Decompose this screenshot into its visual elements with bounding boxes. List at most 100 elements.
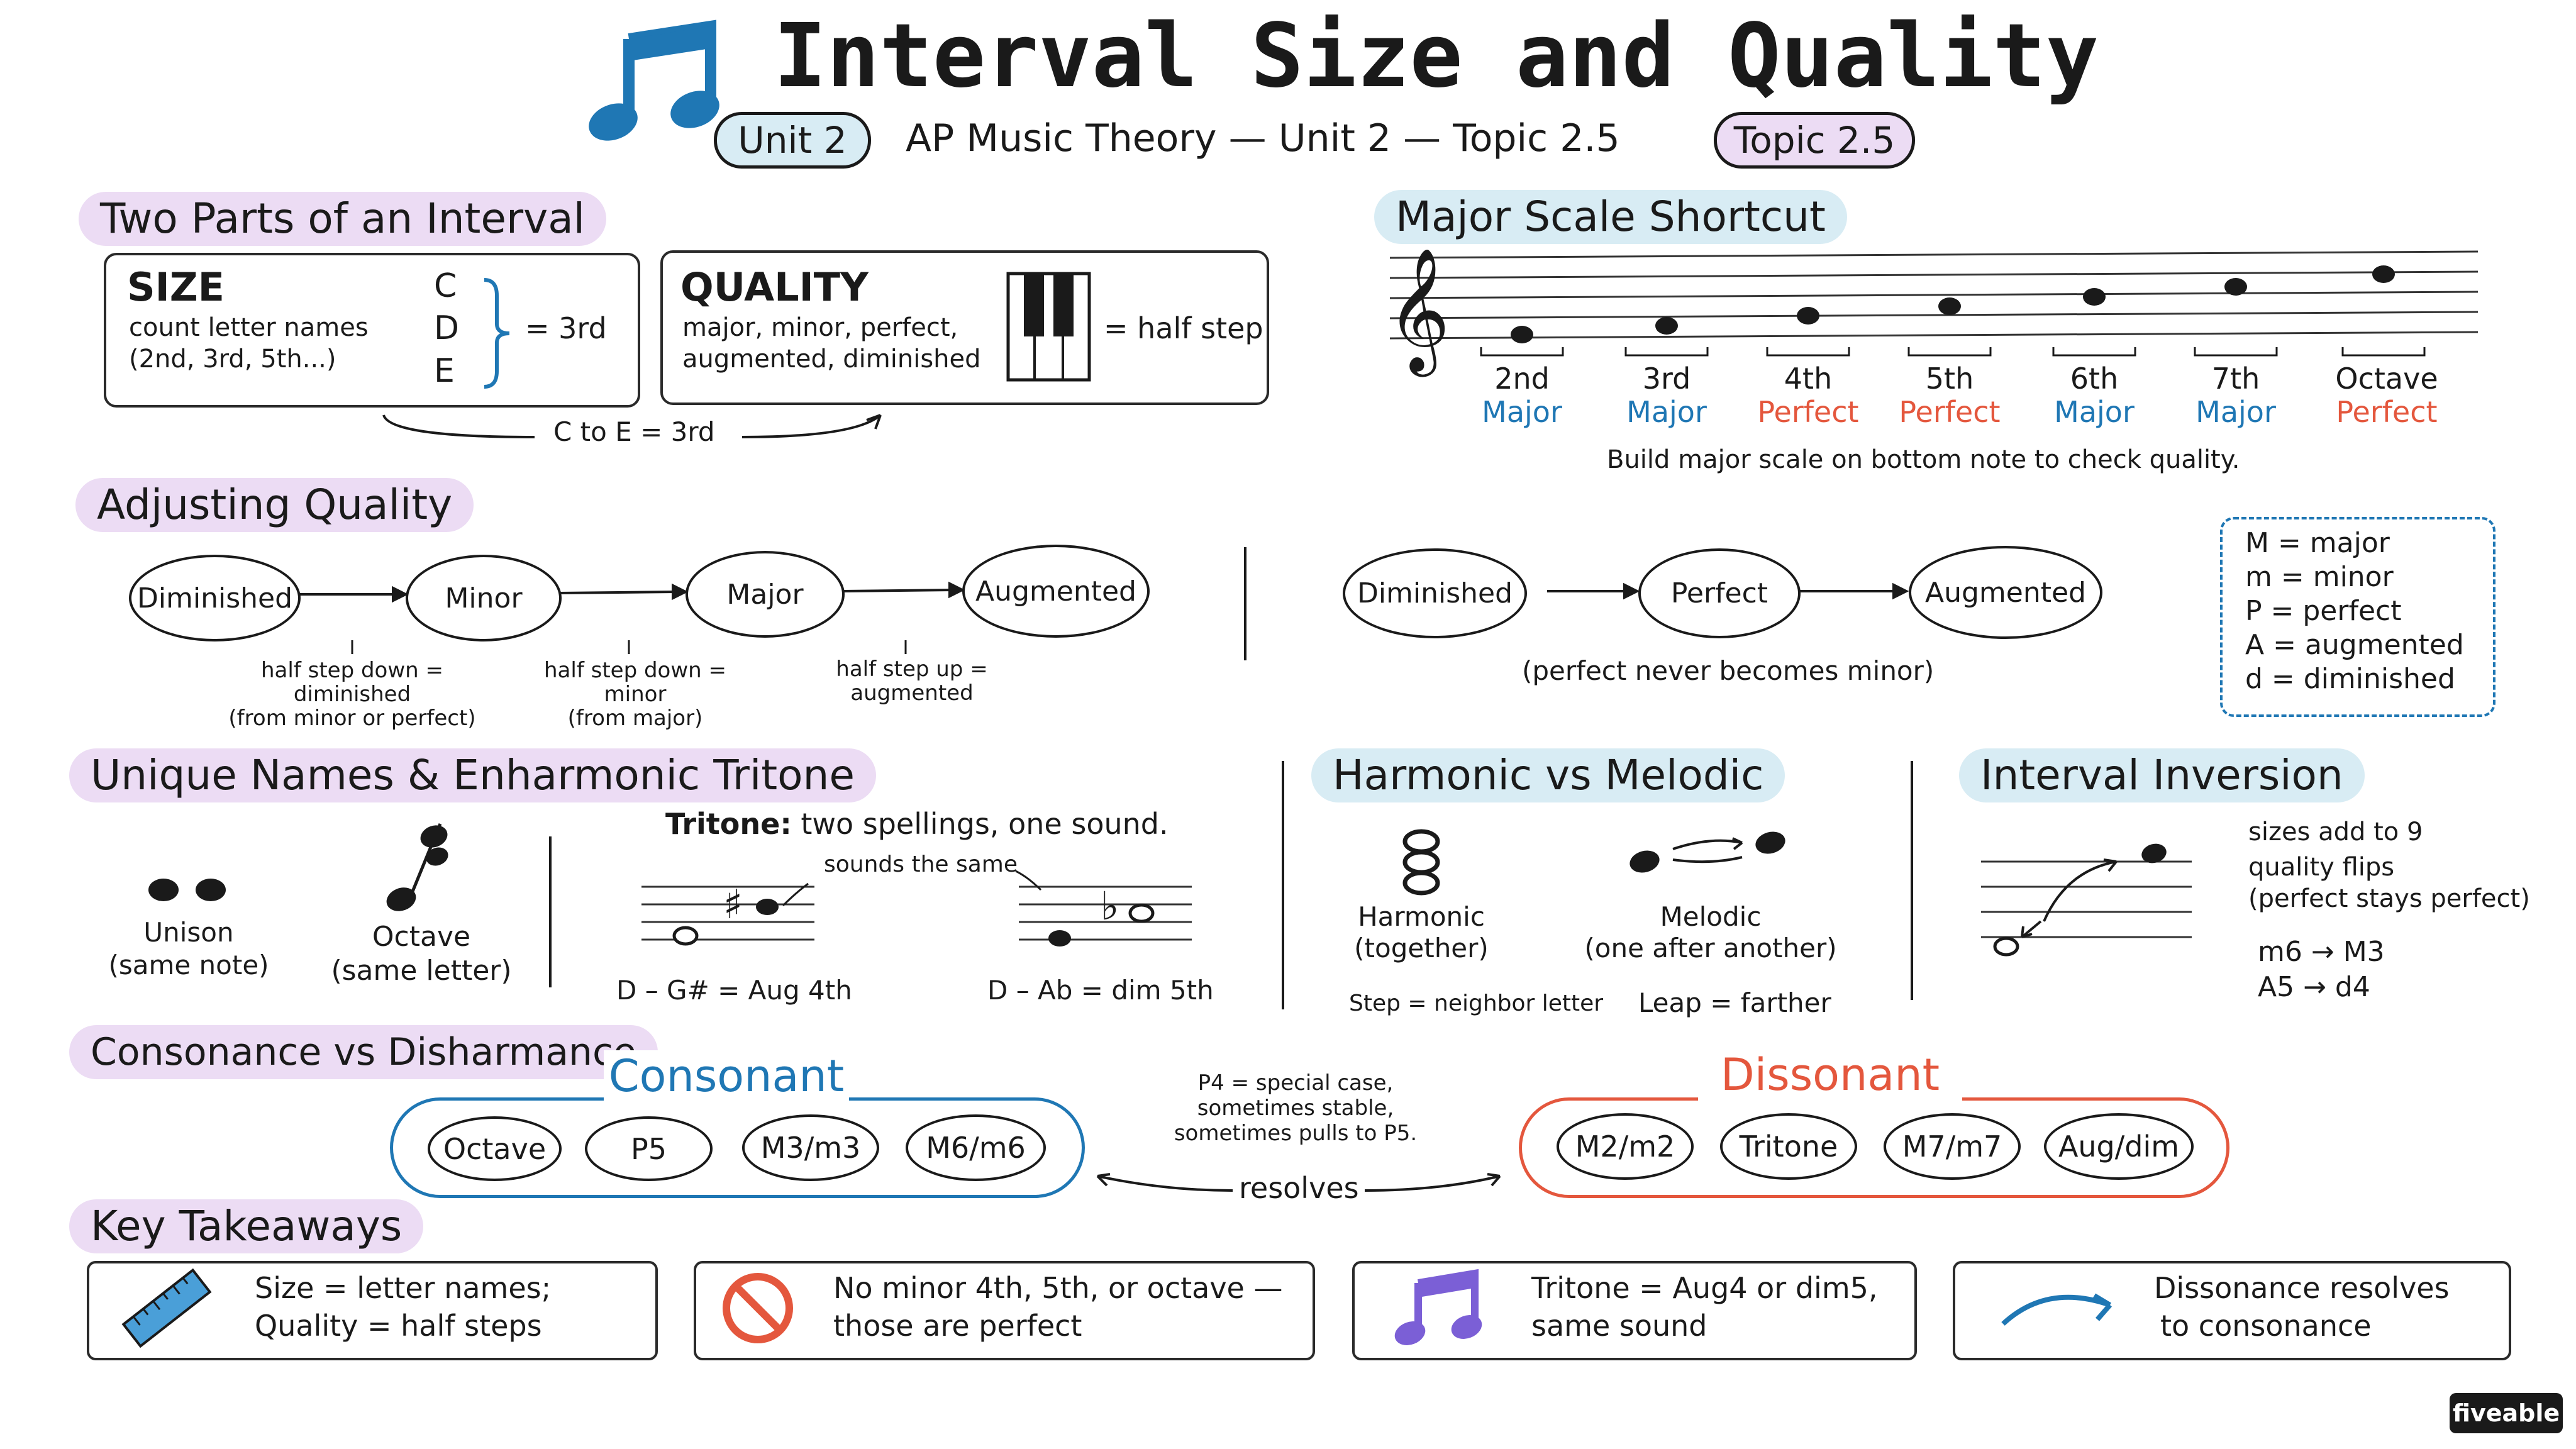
inversion-ex2: A5 → d4 [2258,971,2370,1003]
quality-box [660,250,1269,405]
legend-diminished: d = diminished [2245,663,2455,695]
dissonant-m7: M7/m7 [1884,1113,2021,1180]
note1-c: (from minor or perfect) [228,706,476,731]
chain2-diminished: Diminished [1343,548,1527,638]
quality-title: QUALITY [680,264,869,310]
c-to-e-arrow [382,414,882,438]
consonant-m3: M3/m3 [742,1114,879,1181]
major-scale-caption: Build major scale on bottom note to chec… [1607,445,2240,474]
takeaways-heading: Key Takeaways [69,1199,424,1253]
adjusting-heading: Adjusting Quality [75,478,474,532]
takeaway-2-line1: No minor 4th, 5th, or octave — [833,1271,1283,1305]
resolves-label: resolves [1239,1171,1359,1205]
interval-2nd-name: 2nd [1494,362,1550,396]
size-eq: = 3rd [525,311,607,345]
inversion-line3: (perfect stays perfect) [2248,884,2530,913]
quality-desc-1: major, minor, perfect, [682,313,958,342]
interval-3rd-name: 3rd [1642,362,1691,396]
octave-sub: (same letter) [331,955,512,987]
no-sign-icon [723,1273,793,1343]
chain1-major: Major [686,551,845,638]
chain2-perfect: Perfect [1638,548,1801,638]
p4-note-3: sometimes pulls to P5. [1174,1121,1418,1146]
takeaway-4 [1953,1261,2511,1360]
consonant-label: Consonant [604,1050,849,1102]
scale-staff: 𝄞 [1387,247,2479,377]
size-desc-1: count letter names [129,313,369,342]
interval-7th-quality: Major [2196,395,2276,429]
melodic-label: Melodic [1660,901,1762,932]
unison-notes [148,879,226,901]
c-to-e-label: C to E = 3rd [553,416,715,447]
letter-c: C [434,267,457,305]
ruler-icon [121,1268,212,1348]
legend-perfect: P = perfect [2245,595,2402,627]
unique-heading: Unique Names & Enharmonic Tritone [69,748,876,802]
octave-label: Octave [372,921,471,953]
music-note-icon [589,19,719,141]
p4-note-2: sometimes stable, [1197,1096,1394,1121]
interval-3rd-quality: Major [1626,395,1707,429]
harmonic-label: Harmonic [1358,901,1485,932]
music-note-icon [1394,1269,1482,1345]
legend-augmented: A = augmented [2245,629,2464,661]
interval-2nd-quality: Major [1482,395,1562,429]
note1-b: diminished [293,682,411,707]
takeaway-1-line1: Size = letter names; [255,1271,552,1305]
consonant-p5: P5 [585,1116,713,1181]
chain1-diminished: Diminished [129,555,301,641]
octave-notes [386,823,448,911]
takeaway-3-line1: Tritone = Aug4 or dim5, [1531,1271,1878,1305]
note1-a: half step down = [261,658,443,683]
leap-text: Leap = farther [1638,987,1831,1018]
takeaway-3-line2: same sound [1531,1309,1707,1343]
brace-icon [484,278,510,389]
brand-logo: fiveable [2450,1393,2563,1433]
legend-minor: m = minor [2245,561,2394,593]
interval-octave-quality: Perfect [2336,395,2438,429]
takeaway-2 [694,1261,1315,1360]
dissonant-m2: M2/m2 [1557,1113,1694,1180]
chain2-augmented: Augmented [1909,546,2102,639]
note3-b: augmented [850,680,974,706]
two-parts-heading: Two Parts of an Interval [79,192,606,246]
chain1-augmented: Augmented [962,545,1150,638]
size-box [104,253,640,408]
interval-5th-name: 5th [1925,362,1974,396]
dissonant-aug-dim: Aug/dim [2044,1113,2194,1180]
note3-a: half step up = [836,657,988,682]
resolves-arrows [1096,1173,1501,1192]
page-title: Interval Size and Quality [774,5,2099,108]
harmonic-notes [1402,829,1440,896]
interval-6th-name: 6th [2070,362,2119,396]
size-desc-2: (2nd, 3rd, 5th...) [129,345,336,374]
tritone-text: two spellings, one sound. [801,807,1169,841]
interval-4th-quality: Perfect [1757,395,1859,429]
interval-4th-name: 4th [1784,362,1833,396]
chain2-note: (perfect never becomes minor) [1522,655,1935,686]
inversion-staff [1981,843,2192,957]
major-scale-heading: Major Scale Shortcut [1374,190,1847,244]
treble-clef-icon: 𝄞 [1387,247,1450,377]
harmonic-sub: (together) [1354,933,1489,963]
step-text: Step = neighbor letter [1349,991,1604,1016]
note2-b: minor [604,682,667,707]
interval-7th-name: 7th [2211,362,2260,396]
takeaway-2-line2: those are perfect [833,1309,1082,1343]
takeaway-1-line2: Quality = half steps [255,1309,542,1343]
consonant-m6: M6/m6 [906,1114,1046,1181]
interval-6th-quality: Major [2054,395,2135,429]
piano-keys-icon [1006,272,1091,382]
consonance-heading: Consonance vs Disharmance [69,1025,658,1079]
dissonant-label: Dissonant [1698,1049,1962,1101]
inversion-heading: Interval Inversion [1959,748,2365,802]
p4-note-1: P4 = special case, [1197,1070,1394,1096]
takeaway-4-line2: to consonance [2160,1309,2372,1343]
inversion-line2: quality flips [2248,853,2395,882]
quality-eq: = half step [1104,311,1263,345]
melodic-notes [1629,831,1785,873]
melodic-sub: (one after another) [1584,933,1837,963]
quality-desc-2: augmented, diminished [682,345,981,374]
topic-badge: Topic 2.5 [1714,112,1915,169]
